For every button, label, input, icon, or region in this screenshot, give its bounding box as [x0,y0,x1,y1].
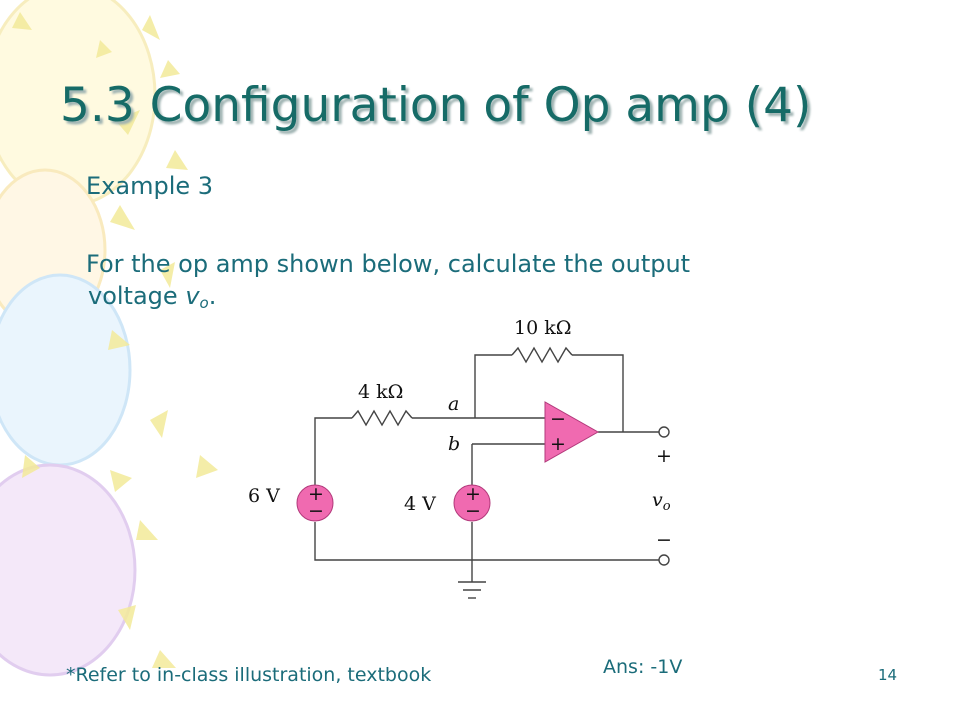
slide-title: 5.3 Configuration of Op amp (4) [60,78,812,133]
op-amp-circuit: − + + − + − 10 kΩ 4 kΩ a b 6 V 4 V + vo … [248,317,672,599]
example-label: Example 3 [86,172,214,200]
feedback-wire-left [474,354,512,418]
source-1-minus: − [308,500,324,522]
problem-line-2-suffix: . [208,282,217,310]
output-voltage-label-sub: o [663,499,671,514]
output-terminal-top [658,426,670,438]
footnote: *Refer to in-class illustration, textboo… [66,664,432,686]
output-minus-label: − [656,529,672,551]
node-a-label: a [448,393,459,415]
problem-line-1: For the op amp shown below, calculate th… [86,250,691,278]
output-voltage-symbol: v [185,282,200,310]
output-plus-label: + [656,445,672,467]
source-2-plus: + [465,483,481,505]
page-number: 14 [878,666,898,684]
input-resistor-label: 4 kΩ [358,381,403,403]
output-voltage-label-v: v [652,489,663,511]
op-amp-noninverting-sign: + [550,433,566,455]
problem-line-2: voltage vo. [86,280,916,319]
ground-icon [458,581,486,599]
problem-line-2-prefix: voltage [88,282,186,310]
output-voltage-subscript: o [199,294,209,312]
source-1-plus: + [308,483,324,505]
source-2-label: 4 V [404,493,436,515]
source-1-circle [296,484,334,522]
output-voltage-label: vo [652,489,671,514]
answer-text: Ans: -1V [603,656,683,678]
source-1-label: 6 V [248,485,280,507]
input-resistor [351,409,413,427]
op-amp-inverting-sign: − [550,408,566,430]
source-2-circle [453,484,491,522]
source-2-minus: − [465,500,481,522]
feedback-resistor-label: 10 kΩ [514,317,571,339]
problem-statement: For the op amp shown below, calculate th… [86,248,916,319]
op-amp-triangle [544,401,600,463]
output-terminal-bottom [658,554,670,566]
feedback-wire-right [572,354,624,432]
feedback-resistor [511,346,573,364]
node-b-label: b [448,433,460,455]
input-wire-left [314,417,352,485]
source-1-bottom-wire [314,522,660,561]
